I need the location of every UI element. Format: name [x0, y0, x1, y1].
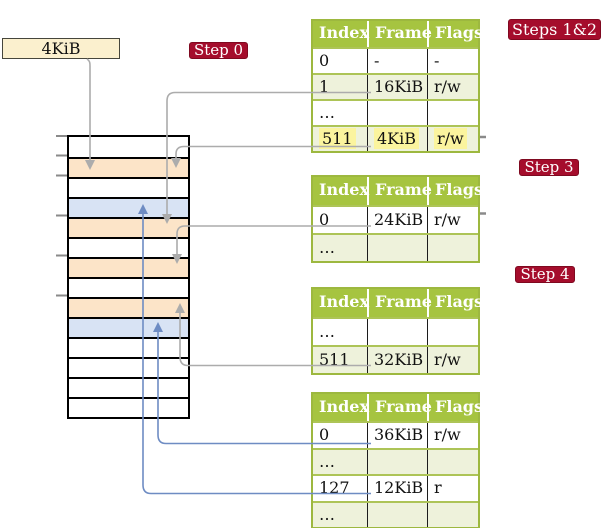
memory-stack	[67, 135, 190, 419]
highlighted-value: 4KiB	[374, 128, 420, 149]
column-header-index: Index	[319, 292, 370, 311]
table-cell: r/w	[427, 347, 478, 373]
memory-frame-row-white	[69, 277, 188, 297]
table-cell	[367, 449, 427, 474]
table-cell: r/w	[427, 423, 478, 448]
table-row: …	[313, 99, 478, 125]
table-cell	[427, 235, 478, 261]
memory-frame-row-white	[69, 397, 188, 417]
table-cell: 32KiB	[367, 347, 427, 373]
column-header-flags: Flags	[427, 394, 483, 421]
memory-frame-row-white	[69, 337, 188, 357]
table-cell: r	[427, 476, 478, 501]
page-table-base-pointer-box: 4KiB	[2, 38, 120, 59]
table-cell: 12KiB	[367, 476, 427, 501]
table-row: …	[313, 233, 478, 261]
memory-frame-row-white	[69, 177, 188, 197]
table-cell: r/w	[427, 75, 478, 99]
table-cell	[367, 235, 427, 261]
memory-frame-row-white	[69, 237, 188, 257]
table-cell	[427, 319, 478, 345]
table-cell: 0	[319, 210, 330, 229]
table-cell	[427, 101, 478, 125]
column-header-flags: Flags	[427, 21, 483, 47]
table-cell: …	[319, 451, 335, 471]
memory-frame-row-blue	[69, 197, 188, 217]
table-cell	[427, 449, 478, 474]
table-row: 511 4KiB r/w	[313, 125, 478, 151]
table-cell	[427, 502, 478, 527]
table-cell	[367, 319, 427, 345]
memory-frame-row-peach	[69, 157, 188, 177]
column-header-index: Index	[319, 23, 370, 42]
step-0-label: Step 0	[189, 42, 248, 59]
memory-frame-row-blue	[69, 317, 188, 337]
table-cell: 127	[319, 478, 350, 497]
highlighted-value: 511	[319, 128, 356, 149]
memory-frame-row-white	[69, 357, 188, 377]
table-row: …	[313, 500, 478, 527]
table-row: 0 --	[313, 47, 478, 73]
table-row: …	[313, 317, 478, 345]
table-cell: 511	[319, 350, 350, 369]
table-cell: 0	[319, 425, 330, 444]
table-row: …	[313, 447, 478, 474]
column-header-index: Index	[319, 397, 370, 416]
table-cell: 24KiB	[367, 207, 427, 233]
table-cell: 0	[319, 51, 330, 70]
table-cell: 511	[313, 127, 367, 151]
table-cell: r/w	[427, 127, 478, 151]
table-cell: 36KiB	[367, 423, 427, 448]
step-4-label: Step 4	[515, 266, 575, 283]
table-cell: …	[319, 238, 335, 257]
memory-frame-row-peach	[69, 257, 188, 277]
memory-frame-row-white	[69, 377, 188, 397]
column-header-frame: Frame	[367, 177, 432, 205]
table-cell: 4KiB	[367, 127, 427, 151]
column-header-flags: Flags	[427, 289, 483, 317]
column-header-flags: Flags	[427, 177, 483, 205]
table-cell: …	[319, 322, 335, 341]
table-cell: -	[427, 49, 478, 73]
steps-1-2-label: Steps 1&2	[508, 19, 601, 40]
table-cell: 1	[319, 77, 330, 96]
column-header-index: Index	[319, 180, 370, 199]
step-3-label: Step 3	[519, 159, 579, 176]
highlighted-value: r/w	[434, 128, 467, 149]
memory-frame-row-peach	[69, 217, 188, 237]
table-cell	[367, 101, 427, 125]
table-cell: …	[319, 103, 335, 122]
column-header-frame: Frame	[367, 394, 432, 421]
stack-tick-marks	[56, 135, 67, 297]
memory-frame-row-white	[69, 137, 188, 157]
table-cell: 16KiB	[367, 75, 427, 99]
memory-frame-row-peach	[69, 297, 188, 317]
table-cell: …	[319, 504, 335, 524]
table-cell	[367, 502, 427, 527]
column-header-frame: Frame	[367, 289, 432, 317]
table-cell: -	[367, 49, 427, 73]
column-header-frame: Frame	[367, 21, 432, 47]
table-cell: r/w	[427, 207, 478, 233]
